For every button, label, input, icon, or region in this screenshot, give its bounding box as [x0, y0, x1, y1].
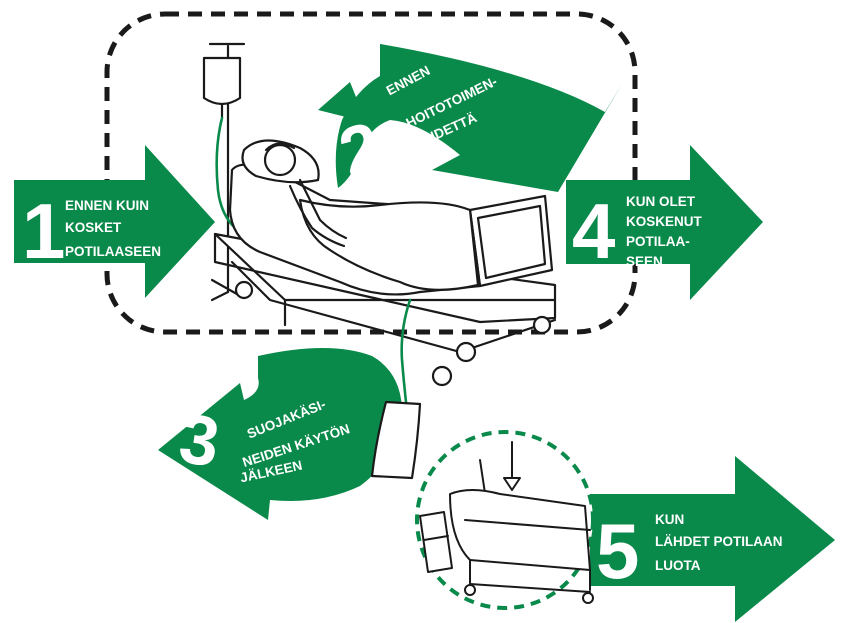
moment-4-label-line-3: POTILAA- [626, 234, 690, 249]
moment-5-arrow: 5 KUN LÄHDET POTILAAN LUOTA [590, 456, 835, 622]
moment-5-label-line-2: LÄHDET POTILAAN [655, 534, 783, 549]
moment-3-arrow: 3 SUOJAKÄSI- NEIDEN KÄYTÖN JÄLKEEN [158, 348, 402, 520]
iv-bag [204, 58, 240, 104]
moment-4-label-line-1: KUN OLET [626, 194, 696, 209]
moment-5-label-line-1: KUN [655, 512, 684, 527]
moment-1-label-line-1: ENNEN KUIN [65, 198, 149, 213]
moment-4-label-line-4: SEEN [626, 254, 663, 269]
moment-4-arrow: 4 KUN OLET KOSKENUT POTILAA- SEEN [566, 145, 763, 300]
moment-4-label-line-2: KOSKENUT [626, 214, 703, 229]
moment-1-arrow: 1 ENNEN KUIN KOSKET POTILAASEEN [14, 145, 215, 298]
moment-2-arrow: 2 ENNEN HOITOTOIMEN- PIDETTÄ [318, 44, 622, 193]
moment-1-label-line-3: POTILAASEEN [65, 244, 161, 259]
moment-4-number: 4 [572, 187, 615, 275]
inset-empty-bed [417, 432, 593, 608]
moment-1-label-line-2: KOSKET [65, 220, 122, 235]
moment-5-label-line-3: LUOTA [655, 558, 701, 573]
moment-1-number: 1 [22, 187, 65, 275]
moment-5-number: 5 [596, 507, 639, 595]
